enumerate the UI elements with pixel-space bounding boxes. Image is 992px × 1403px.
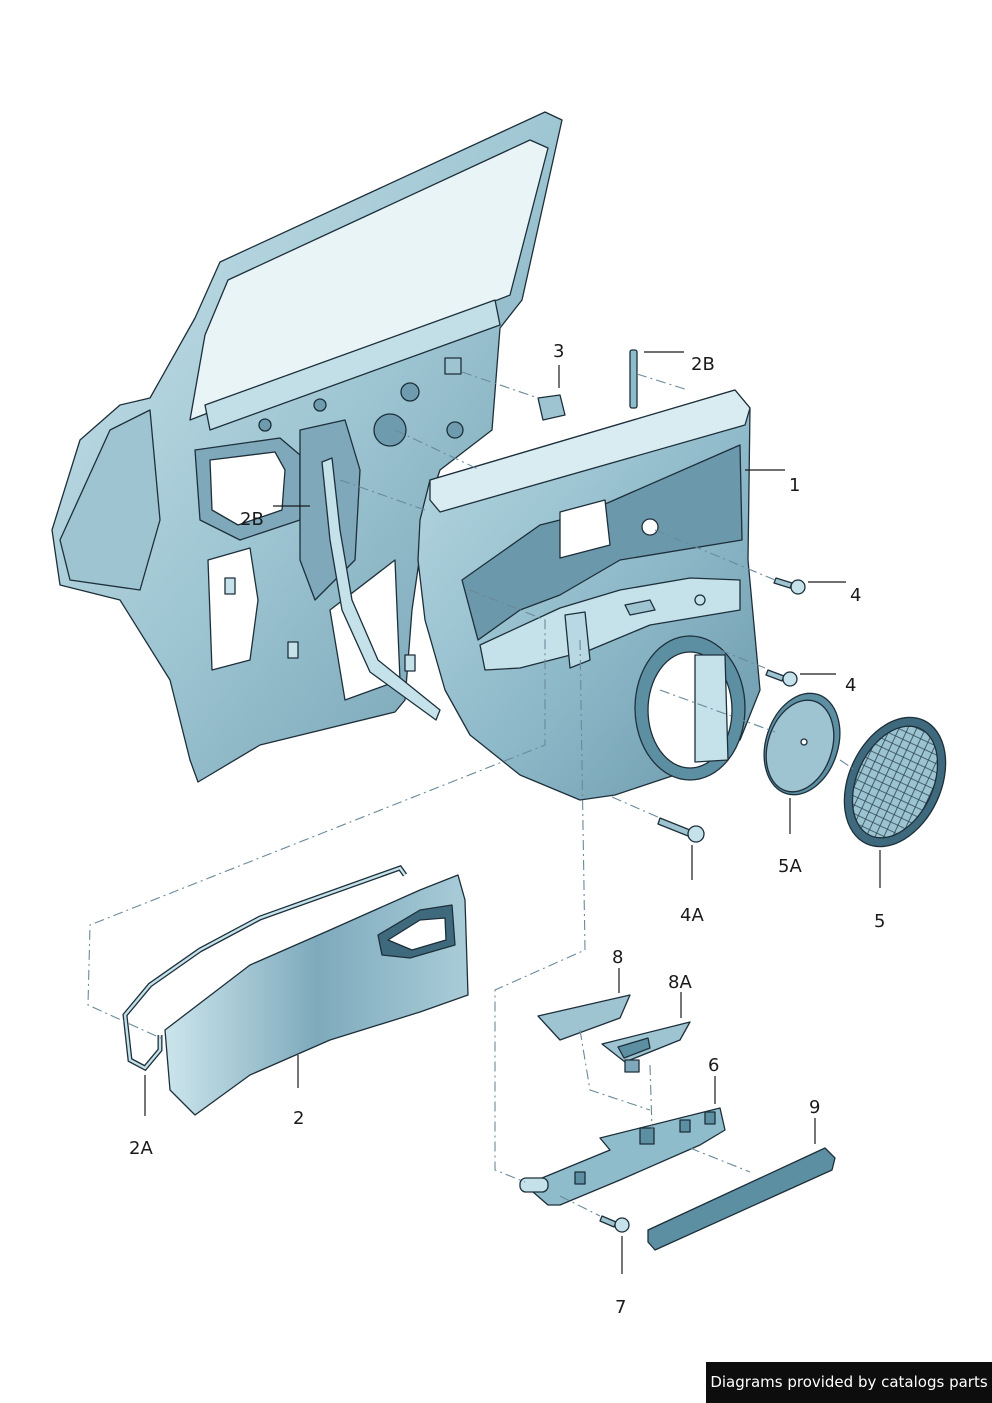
callout-labels: 1 2 2A 2B 2B 3 4 4 4A 5 5A 6 7 8 8A 9: [129, 341, 885, 1318]
callout-4a: 4A: [680, 905, 704, 926]
screw-4a: [657, 817, 705, 843]
screw-4-lower: [765, 669, 798, 687]
callout-4-upper: 4: [850, 585, 861, 606]
armrest-bracket-6: [519, 1107, 726, 1206]
trim-strip-9: [647, 1147, 836, 1251]
callout-2b-left: 2B: [240, 509, 264, 530]
callout-2a: 2A: [129, 1138, 153, 1159]
door-shell: [51, 111, 563, 783]
trim-insert-2: [164, 874, 469, 1116]
callout-8a: 8A: [668, 972, 692, 993]
speaker-5a: [763, 692, 841, 796]
screw-4-upper: [773, 577, 806, 595]
callout-4-lower: 4: [845, 675, 856, 696]
screw-7: [599, 1215, 630, 1233]
callout-8: 8: [612, 947, 623, 968]
assembly-lines: [87, 371, 856, 1217]
speaker-grille-5: [843, 716, 947, 848]
callout-7: 7: [615, 1297, 626, 1318]
callout-2: 2: [293, 1108, 304, 1129]
callout-5: 5: [874, 911, 885, 932]
clip-3: [537, 394, 566, 421]
credit-banner: Diagrams provided by catalogs parts: [706, 1362, 992, 1403]
switch-bezel-8a: [601, 1021, 691, 1073]
trim-strip-8: [537, 994, 631, 1041]
seal-strip-2b-left: [321, 457, 441, 721]
leader-lines: [144, 351, 881, 1274]
callout-5a: 5A: [778, 856, 802, 877]
callout-6: 6: [708, 1055, 719, 1076]
door-trim-panel-1: [417, 389, 761, 801]
callout-9: 9: [809, 1097, 820, 1118]
callout-2b-top: 2B: [691, 354, 715, 375]
seal-strip-2b-top: [629, 349, 638, 409]
callout-3: 3: [553, 341, 564, 362]
callout-1: 1: [789, 475, 800, 496]
